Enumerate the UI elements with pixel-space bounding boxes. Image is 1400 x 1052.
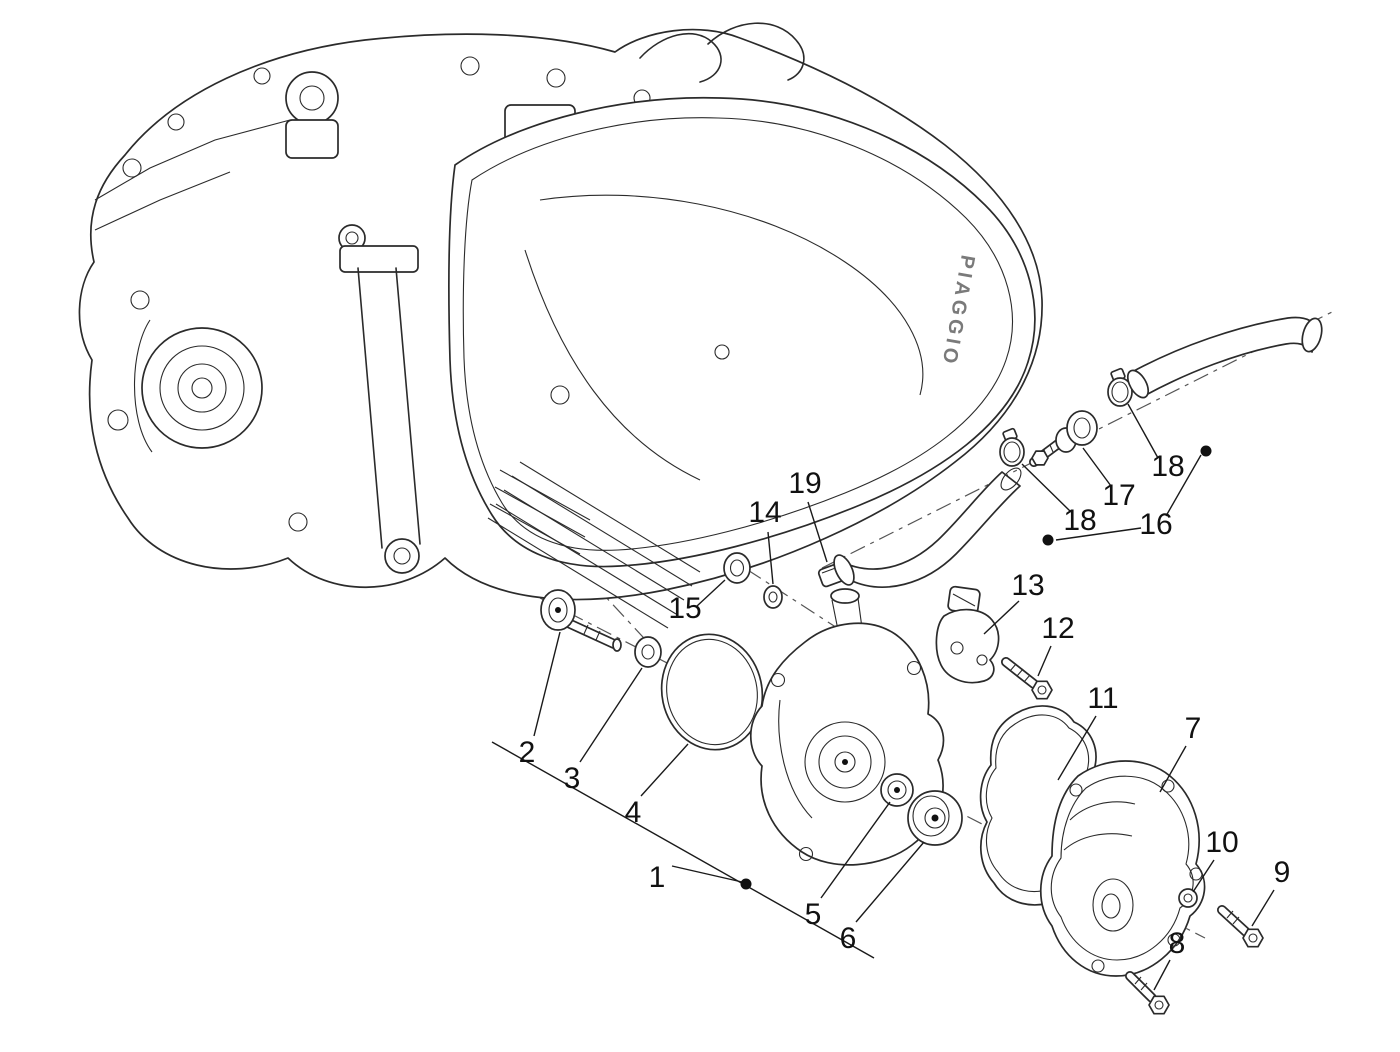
part-bolt-9 [1217,905,1264,948]
part-washer-10 [1178,888,1198,908]
callout-leader-16 [1165,454,1202,517]
part-outer-cover-7 [1040,760,1206,977]
callout-label-2: 2 [519,736,536,769]
callout-label-12: 12 [1041,612,1074,645]
callout-label-14: 14 [748,496,781,529]
callout-leader-5 [820,801,891,899]
callout-leader-17 [1082,447,1112,487]
callout-dot-16 [1200,445,1212,457]
callout-leader-19 [807,501,828,563]
group-bracket-line [491,741,875,959]
part-seal-ring-3 [634,636,662,668]
callout-leader-9 [1251,889,1275,927]
part-hose-clamp-left [999,427,1025,467]
engine-mount-arm [339,245,421,574]
callout-leader-18 [1127,403,1159,459]
callout-leader-2 [533,631,561,737]
part-bearing-shaft [540,589,622,652]
part-hose-left [833,467,1022,588]
part-hose-right [1126,316,1323,399]
callout-leader-18 [1021,463,1072,513]
part-thermostat-fitting [1029,410,1098,467]
callout-label-3: 3 [564,762,581,795]
callout-label-7: 7 [1185,712,1202,745]
part-bearing-5 [880,773,914,807]
part-hose-clamp-right [1107,367,1133,407]
part-seal-ring-14 [763,585,783,609]
callout-label-15: 15 [668,592,701,625]
part-bracket-13 [935,585,1000,684]
callout-leader-13 [983,600,1020,635]
callout-dot-1 [740,878,752,890]
callout-leader-11 [1057,715,1097,781]
callout-leader-10 [1192,859,1215,893]
callout-label-16: 16 [1139,508,1172,541]
part-bolt-8 [1125,971,1170,1015]
callout-leader-15 [696,579,726,607]
flywheel [134,319,263,453]
callout-label-18: 18 [1063,504,1096,537]
callout-leader-4 [640,743,689,797]
part-impeller [907,790,963,846]
callout-label-1: 1 [649,861,666,894]
callout-label-5: 5 [805,898,822,931]
callout-label-19: 19 [788,467,821,500]
part-seal-ring-15 [723,552,751,584]
callout-label-6: 6 [840,922,857,955]
callout-leader-14 [767,531,774,585]
transmission-cover: PIAGGIO [448,96,1036,568]
engine-assembly: PIAGGIO [78,22,1043,629]
callout-label-18: 18 [1151,450,1184,483]
callout-leader-8 [1153,959,1171,991]
callout-label-9: 9 [1274,856,1291,889]
part-o-ring-gasket [660,633,764,751]
callout-leader-12 [1037,645,1052,677]
cooling-fins [487,461,701,629]
callout-leader-16 [1055,527,1142,541]
callout-label-4: 4 [625,796,642,829]
exploded-parts [540,316,1323,1015]
callout-leader-6 [855,841,925,923]
callout-label-17: 17 [1102,479,1135,512]
callout-label-13: 13 [1011,569,1044,602]
callout-leader-1 [671,865,743,883]
callout-leader-3 [579,667,643,763]
callout-label-10: 10 [1205,826,1238,859]
callout-label-8: 8 [1169,927,1186,960]
callout-leader-7 [1159,745,1187,793]
part-bolt-12 [1001,657,1053,700]
callout-label-11: 11 [1087,682,1118,715]
callout-dot-16 [1042,534,1054,546]
